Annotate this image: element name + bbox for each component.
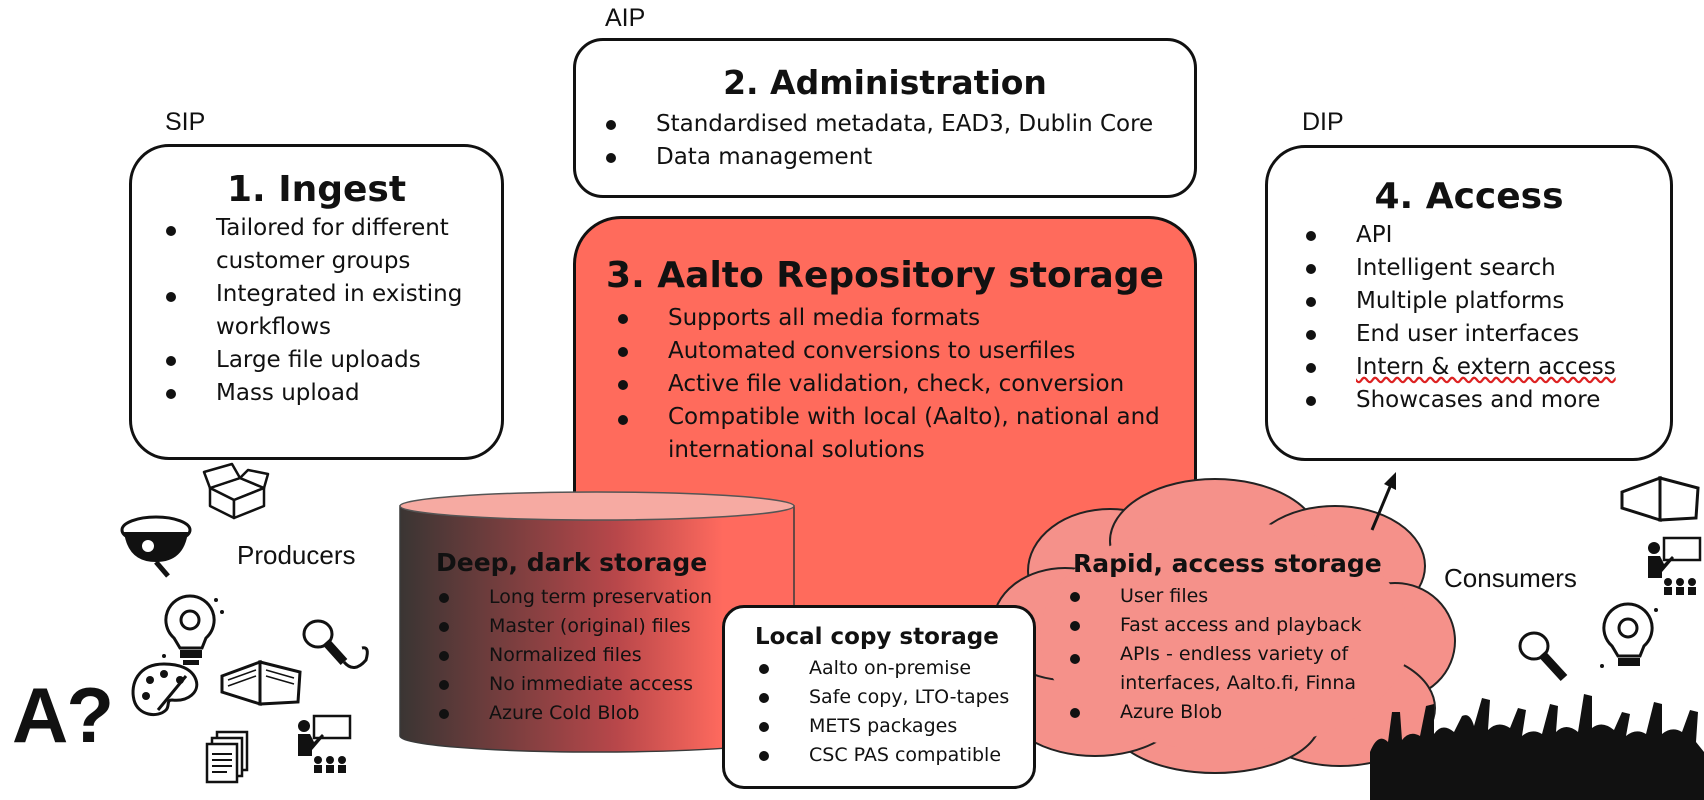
list-item: No immediate access — [439, 670, 766, 699]
microphone-icon — [302, 619, 369, 669]
list-item: Azure Cold Blob — [439, 699, 766, 728]
list-item: Azure Blob — [1070, 698, 1403, 727]
list-item: METS packages — [759, 712, 1033, 741]
ingest-title: 1. Ingest — [226, 169, 407, 210]
rapid-storage-content: Rapid, access storage User files Fast ac… — [1070, 549, 1403, 727]
ingest-box: 1. Ingest Tailored for different custome… — [129, 144, 504, 460]
deep-storage-list: Long term preservation Master (original)… — [439, 583, 766, 728]
administration-title: 2. Administration — [723, 63, 1047, 102]
presenter-icon — [1648, 536, 1702, 595]
list-item: Intern & extern access — [1306, 351, 1660, 384]
cylinder-shape — [399, 491, 795, 753]
list-item: Tailored for different customer groups — [166, 212, 491, 278]
list-item: Large file uploads — [166, 344, 491, 377]
lightbulb-icon — [1600, 602, 1658, 668]
documents-icon — [205, 730, 249, 784]
list-item: End user interfaces — [1306, 318, 1660, 351]
list-item: API — [1306, 219, 1660, 252]
repository-title: 3. Aalto Repository storage — [606, 255, 1164, 296]
list-item: Fast access and playback — [1070, 611, 1403, 640]
list-item: Showcases and more — [1306, 384, 1660, 417]
palette-icon — [131, 662, 199, 717]
book-icon — [220, 659, 302, 707]
list-item: Automated conversions to userfiles — [618, 335, 1184, 368]
book-icon — [1620, 475, 1700, 523]
aip-tag: AIP — [605, 4, 646, 32]
list-item: APIs - endless variety of interfaces, Aa… — [1070, 640, 1403, 698]
cloud-shape — [992, 478, 1456, 774]
dip-tag: DIP — [1302, 108, 1344, 136]
access-title: 4. Access — [1374, 176, 1564, 217]
local-copy-title: Local copy storage — [755, 624, 999, 650]
list-item: Aalto on-premise — [759, 654, 1033, 683]
list-item: Active file validation, check, conversio… — [618, 368, 1184, 401]
rapid-storage-title: Rapid, access storage — [1073, 549, 1382, 578]
logo-text: A? — [12, 671, 114, 759]
list-item: User files — [1070, 582, 1403, 611]
list-item: Safe copy, LTO-tapes — [759, 683, 1033, 712]
box-icon — [202, 462, 270, 520]
list-item: Normalized files — [439, 641, 766, 670]
list-item: Long term preservation — [439, 583, 766, 612]
consumers-label: Consumers — [1444, 563, 1577, 593]
list-item: Standardised metadata, EAD3, Dublin Core — [606, 108, 1194, 141]
list-item: Supports all media formats — [618, 302, 1184, 335]
local-copy-box: Local copy storage Aalto on-premise Safe… — [722, 605, 1036, 789]
arrow-icon — [1370, 472, 1396, 531]
access-list: API Intelligent search Multiple platform… — [1306, 219, 1660, 417]
webcam-icon — [120, 515, 192, 578]
access-box: 4. Access API Intelligent search Multipl… — [1265, 145, 1673, 461]
list-item: Compatible with local (Aalto), national … — [618, 401, 1184, 467]
deep-storage-content: Deep, dark storage Long term preservatio… — [436, 548, 766, 728]
list-item: Mass upload — [166, 377, 491, 410]
list-item: Master (original) files — [439, 612, 766, 641]
rapid-storage-list: User files Fast access and playback APIs… — [1070, 582, 1403, 727]
local-copy-list: Aalto on-premise Safe copy, LTO-tapes ME… — [759, 654, 1033, 770]
list-item: Multiple platforms — [1306, 285, 1660, 318]
ingest-list: Tailored for different customer groups I… — [166, 212, 491, 410]
sip-tag: SIP — [165, 108, 206, 136]
list-item: CSC PAS compatible — [759, 741, 1033, 770]
microphone-icon — [1518, 631, 1568, 682]
repository-list: Supports all media formats Automated con… — [618, 302, 1184, 467]
administration-list: Standardised metadata, EAD3, Dublin Core… — [606, 108, 1194, 174]
list-item: Data management — [606, 141, 1194, 174]
presenter-icon — [298, 714, 352, 773]
producers-label: Producers — [237, 540, 356, 570]
list-item: Integrated in existing workflows — [166, 278, 491, 344]
crowd-silhouette — [1370, 694, 1704, 800]
deep-storage-title: Deep, dark storage — [436, 548, 708, 577]
lightbulb-icon — [162, 594, 224, 665]
list-item: Intelligent search — [1306, 252, 1660, 285]
administration-box: 2. Administration Standardised metadata,… — [573, 38, 1197, 198]
